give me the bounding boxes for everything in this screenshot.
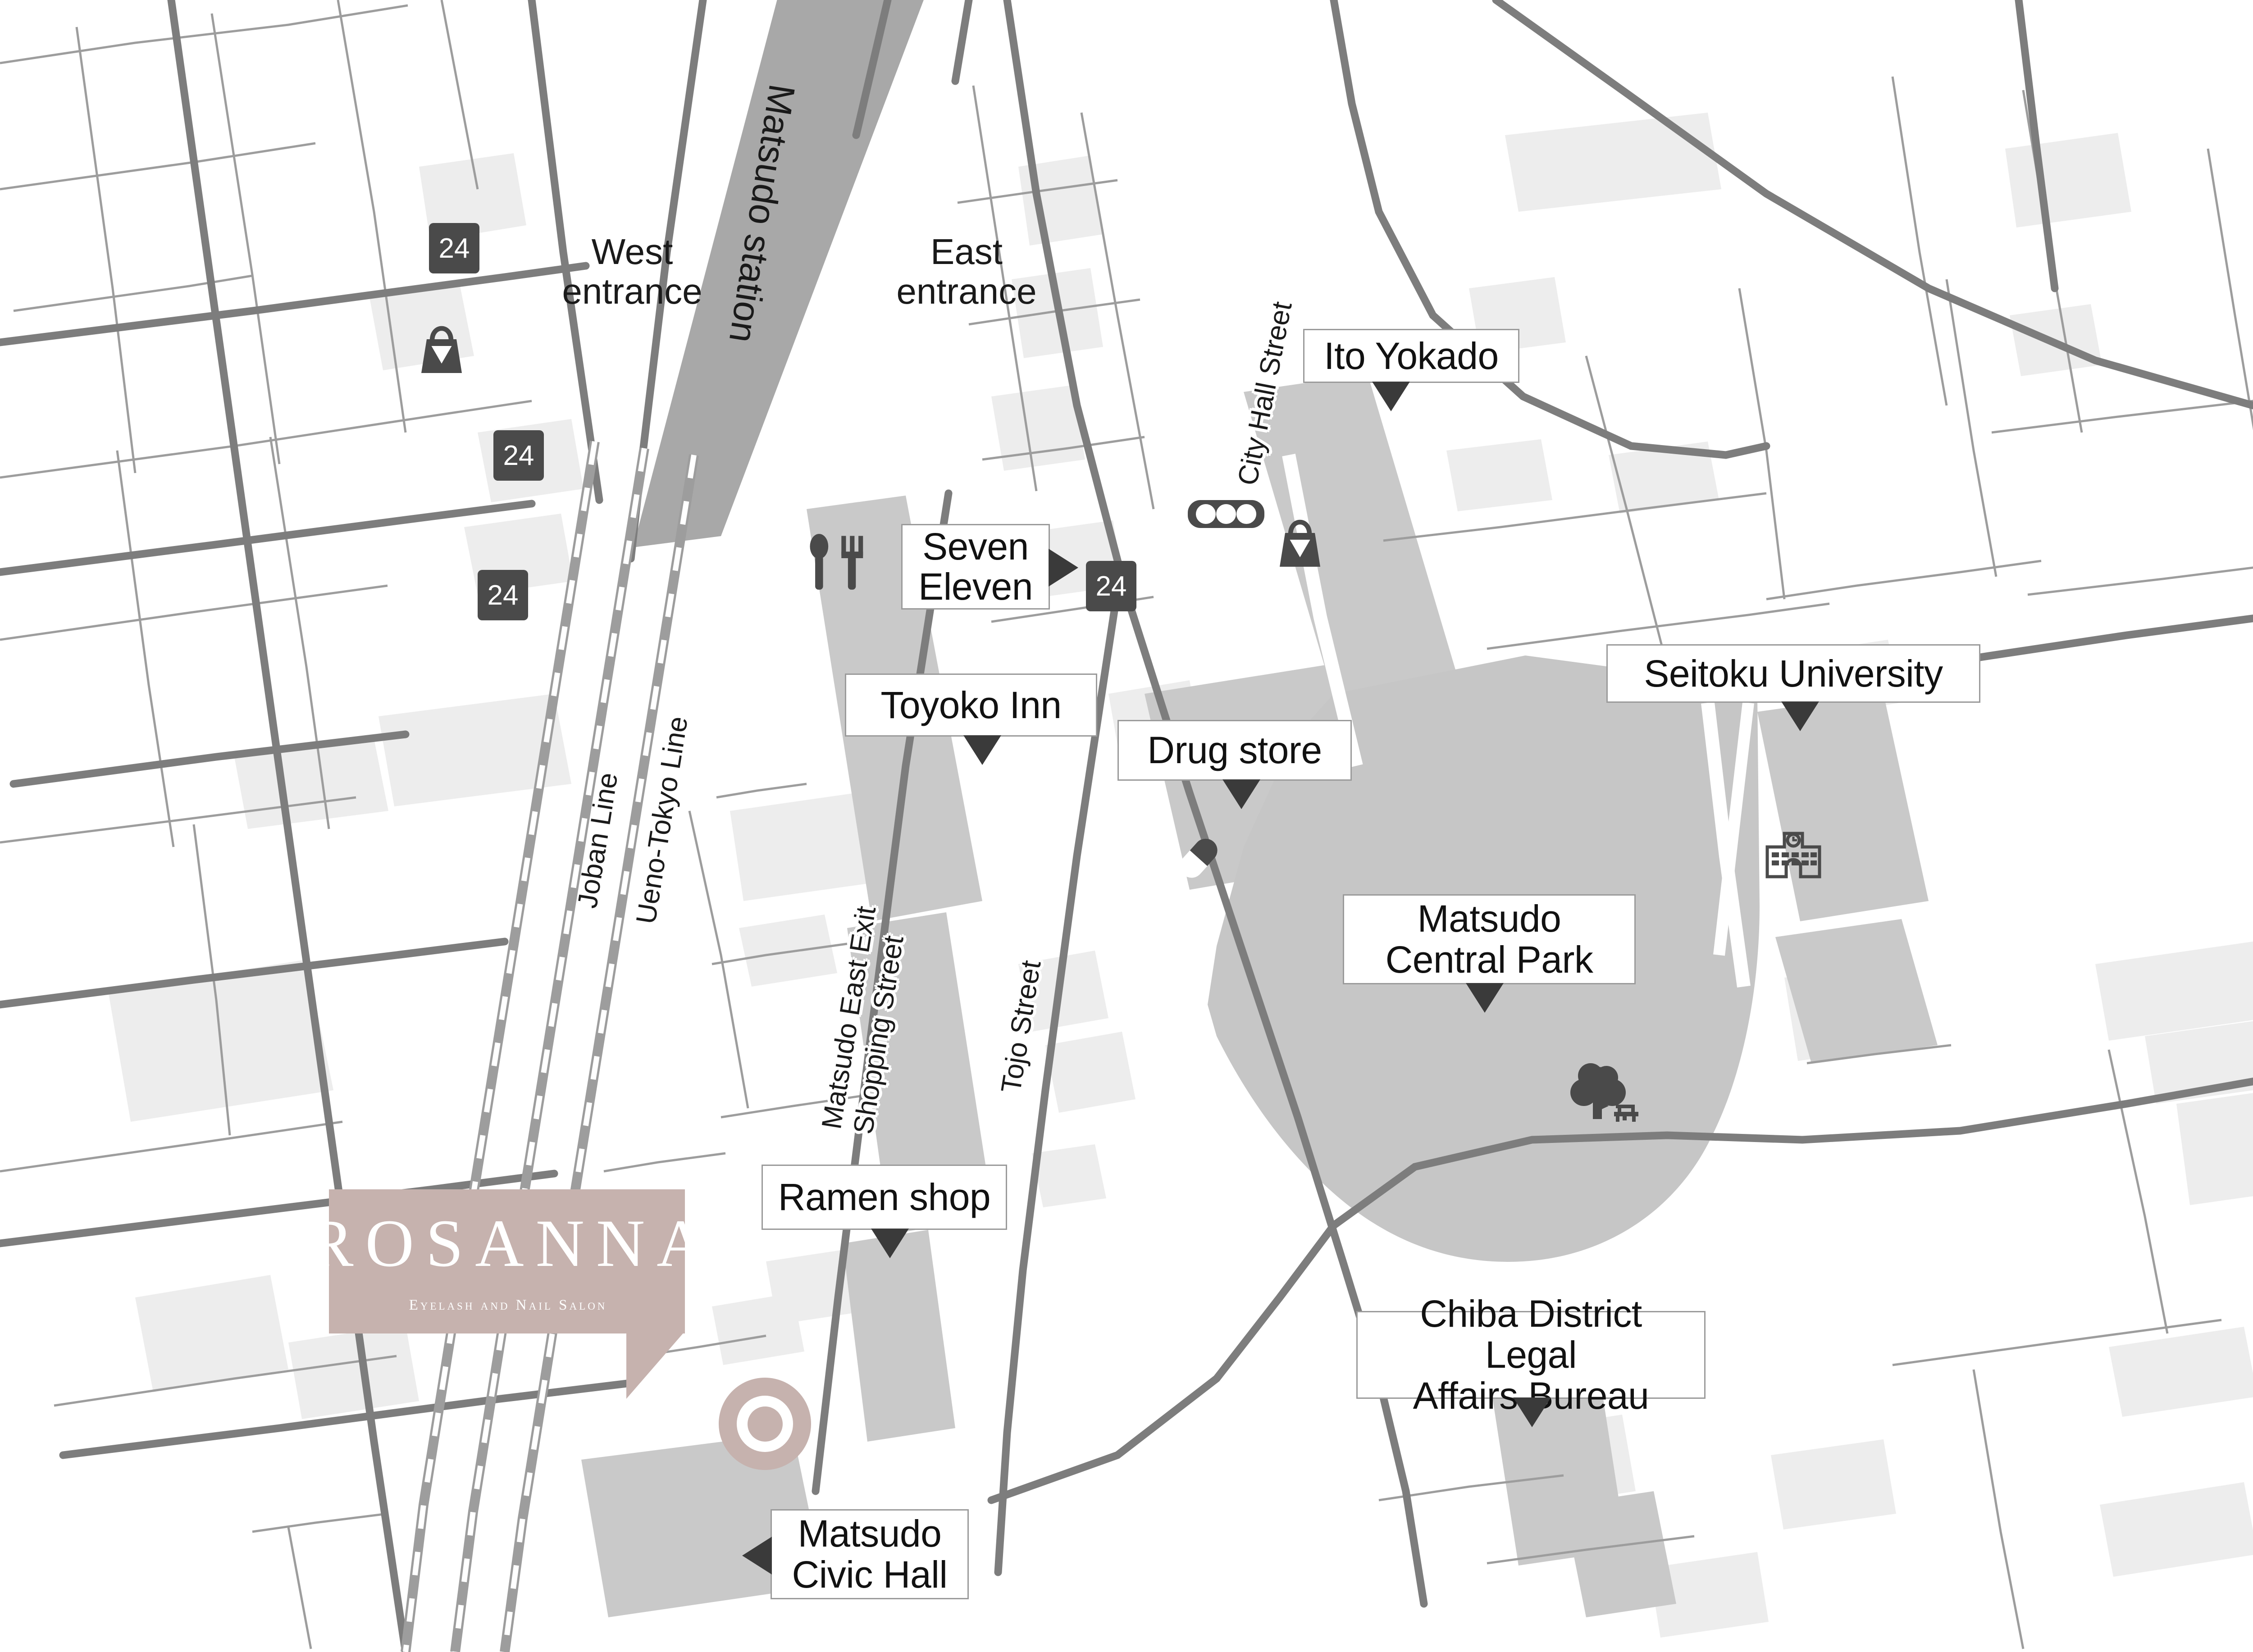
callout-drug-store[interactable]: Drug store bbox=[1117, 720, 1352, 809]
callout-label: Toyoko Inn bbox=[880, 683, 1062, 726]
callout-pointer bbox=[963, 735, 1001, 765]
marker-core bbox=[747, 1406, 783, 1442]
callout-pointer bbox=[1049, 549, 1078, 587]
station-building bbox=[633, 0, 924, 547]
shopping-bag-icon bbox=[1266, 505, 1334, 572]
brand-tagline: Eyelash and Nail Salon bbox=[409, 1297, 607, 1313]
callout-seitoku-university[interactable]: Seitoku University bbox=[1606, 644, 1980, 731]
callout-seven-eleven[interactable]: Seven Eleven bbox=[901, 524, 1078, 610]
callout-label: Matsudo Civic Hall bbox=[792, 1512, 948, 1596]
callout-chiba-legal-bureau[interactable]: Chiba District Legal Affairs Bureau bbox=[1356, 1293, 1706, 1427]
park-icon bbox=[1564, 1059, 1658, 1144]
pill-icon bbox=[1169, 829, 1228, 887]
callout-pointer bbox=[1513, 1397, 1551, 1427]
callout-pointer bbox=[1372, 382, 1410, 411]
badge-24h-west-3: 24 bbox=[478, 570, 528, 620]
badge-24h-east: 24 bbox=[1086, 561, 1136, 611]
brand-callout-tail bbox=[626, 1331, 685, 1399]
callout-label: Matsudo Central Park bbox=[1385, 897, 1593, 981]
callout-matsudo-central-park[interactable]: Matsudo Central Park bbox=[1343, 894, 1636, 1013]
callout-ito-yokado[interactable]: Ito Yokado bbox=[1303, 329, 1519, 411]
current-location-marker[interactable] bbox=[719, 1378, 811, 1470]
badge-24h-west: 24 bbox=[429, 223, 479, 273]
callout-pointer bbox=[1222, 779, 1260, 809]
callout-ramen-shop[interactable]: Ramen shop bbox=[762, 1165, 1007, 1258]
traffic-light-icon bbox=[1186, 496, 1266, 532]
callout-label: Drug store bbox=[1147, 729, 1322, 772]
badge-24h-west-2: 24 bbox=[493, 430, 544, 481]
callout-label: Seven Eleven bbox=[918, 525, 1033, 608]
park-paths bbox=[1713, 702, 1754, 956]
brand-callout-card[interactable]: ROSANNA Eyelash and Nail Salon bbox=[308, 1189, 706, 1333]
shopping-bag-icon bbox=[408, 311, 475, 378]
school-building-icon bbox=[1757, 820, 1829, 885]
label-west-entrance: West entrance bbox=[562, 232, 702, 311]
callout-pointer bbox=[742, 1537, 772, 1575]
label-east-entrance: East entrance bbox=[896, 232, 1037, 311]
railway-lines bbox=[401, 441, 699, 1652]
callout-pointer bbox=[1466, 983, 1504, 1013]
callout-label: Seitoku University bbox=[1644, 652, 1943, 695]
callout-label: Ramen shop bbox=[778, 1176, 991, 1219]
callout-label: Ito Yokado bbox=[1324, 334, 1499, 377]
restaurant-icon bbox=[802, 529, 874, 601]
brand-name: ROSANNA bbox=[308, 1206, 717, 1281]
callout-pointer bbox=[871, 1229, 909, 1258]
callout-matsudo-civic-hall[interactable]: Matsudo Civic Hall bbox=[742, 1509, 969, 1599]
callout-label: Chiba District Legal Affairs Bureau bbox=[1413, 1292, 1649, 1417]
callout-pointer bbox=[1781, 701, 1819, 731]
marker-ring bbox=[737, 1396, 793, 1452]
callout-toyoko-inn[interactable]: Toyoko Inn bbox=[845, 674, 1097, 765]
